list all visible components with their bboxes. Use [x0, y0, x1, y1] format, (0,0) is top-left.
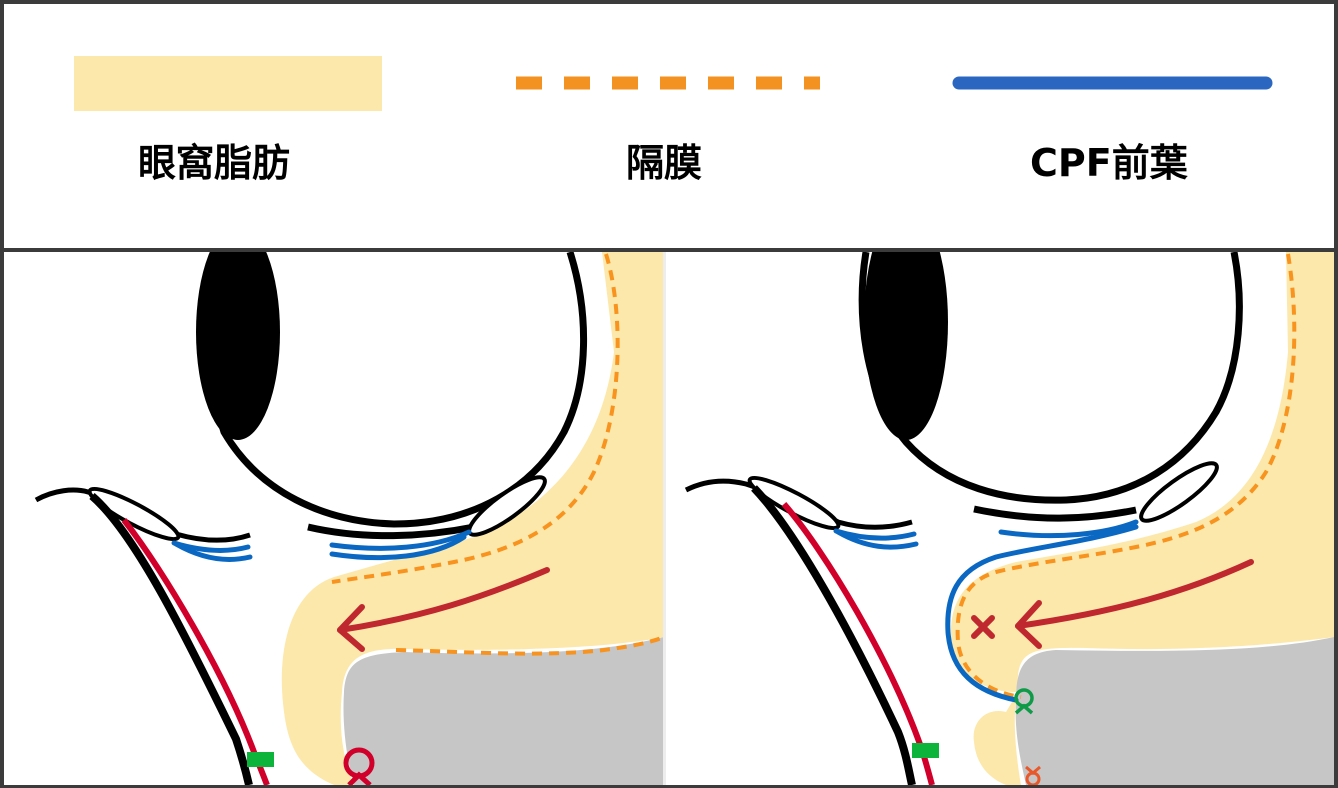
skin-line: [89, 492, 253, 785]
iris-pupil: [196, 252, 280, 440]
knot-icon: [343, 747, 375, 785]
knot-icon-green: [1014, 688, 1034, 715]
displacement-arrow: [1015, 559, 1254, 649]
lower-lid-line: [973, 505, 1137, 522]
legend-item-cpf: CPF前葉: [884, 4, 1334, 248]
upper-lid-ellipse: [747, 475, 841, 531]
cpf-line-swatch: [952, 76, 1273, 90]
legend-label-orbital-fat: 眼窩脂肪: [138, 141, 291, 185]
lower-lid-line: [307, 523, 475, 540]
iris-pupil: [864, 252, 948, 440]
septum: [955, 253, 1297, 699]
panel-before: [34, 252, 665, 785]
cpf-strand: [329, 534, 467, 561]
legend-item-septum: 隔膜: [444, 4, 884, 248]
septum: [331, 253, 620, 584]
diagram-panels: [4, 252, 1334, 785]
legend-item-orbital-fat: 眼窩脂肪: [4, 4, 444, 248]
upper-cpf-strand: [835, 529, 919, 550]
bone: [1015, 637, 1334, 785]
bone: [343, 637, 664, 785]
legend: 眼窩脂肪 隔膜 CPF前葉: [4, 4, 1334, 248]
green-marker: [247, 752, 274, 767]
anatomy-svg: [34, 252, 1334, 785]
displacement-arrow: [337, 567, 550, 652]
knot-icon-orange: [1025, 765, 1041, 785]
cpf-strand: [329, 529, 472, 551]
tarsal-ellipse: [1139, 461, 1219, 523]
x-mark-icon: [971, 615, 995, 639]
panel-after: [684, 252, 1334, 785]
septum-dashed-swatch: [516, 76, 820, 90]
orbital-fat: [281, 252, 664, 785]
panel-divider: [663, 252, 666, 785]
orbital-fat-swatch: [74, 56, 382, 111]
legend-label-cpf: CPF前葉: [1030, 141, 1188, 185]
septum-lower: [395, 635, 665, 656]
green-marker: [912, 743, 939, 758]
cpf-line: [945, 524, 1139, 703]
muscle-line: [781, 502, 935, 785]
muscle-line: [121, 518, 270, 785]
cpf-strand: [998, 519, 1139, 539]
skin-line: [751, 485, 916, 785]
orbital-fat: [951, 252, 1334, 785]
legend-label-septum: 隔膜: [626, 141, 703, 185]
upper-cpf-strand: [173, 541, 253, 562]
